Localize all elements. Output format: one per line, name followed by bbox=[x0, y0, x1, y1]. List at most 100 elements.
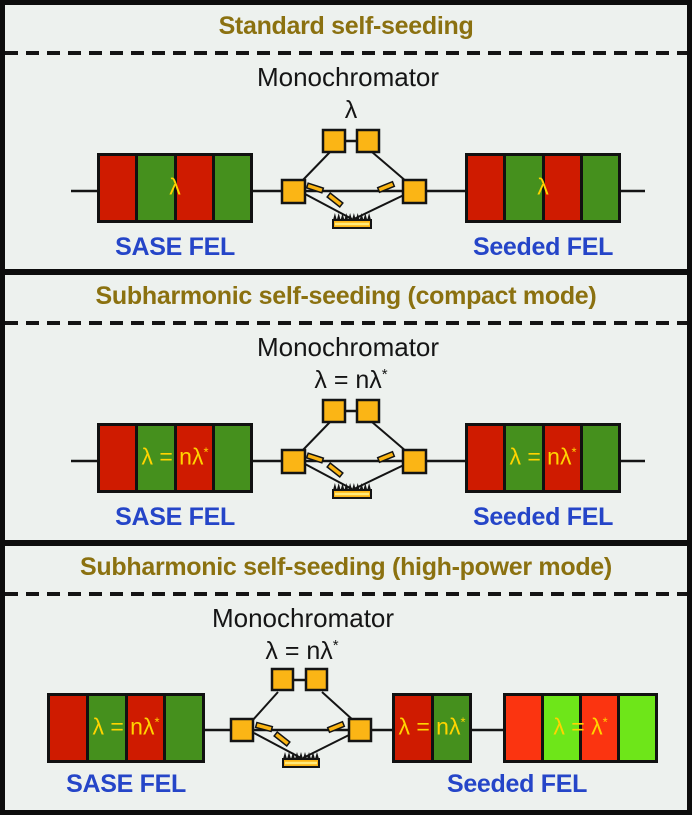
optic-square-icon bbox=[280, 178, 307, 205]
formula-superscript: * bbox=[154, 714, 160, 730]
formula-main: λ bbox=[344, 96, 358, 124]
grazing-mirror-icon bbox=[376, 451, 396, 464]
monochromator-formula: λ = nλ* bbox=[202, 637, 402, 666]
undulator-segment-red bbox=[544, 156, 580, 220]
undulator-segment-red bbox=[176, 156, 212, 220]
optic-square-icon bbox=[321, 128, 347, 154]
undulator-wavelength-label: λ = nλ* bbox=[468, 444, 618, 471]
formula-main: λ = nλ bbox=[398, 713, 461, 740]
amplifier-undulator: λ = λ* bbox=[503, 692, 658, 763]
monochromator-label: Monochromator bbox=[256, 62, 440, 92]
monochromator-schematic bbox=[71, 399, 645, 500]
sase-fel-caption: SASE FEL bbox=[115, 503, 235, 532]
beam-path bbox=[300, 421, 331, 454]
undulator-segment-green bbox=[166, 695, 202, 760]
monochromator-label: Monochromator bbox=[211, 602, 395, 633]
undulator-wavelength-label: λ bbox=[468, 173, 618, 200]
seeded-undulator: λ = nλ* bbox=[465, 423, 621, 494]
grating-teeth-icon bbox=[333, 483, 371, 491]
panel-title: Standard self-seeding bbox=[218, 12, 474, 40]
undulator-segment-red bbox=[544, 426, 580, 491]
undulator-segment-red bbox=[127, 695, 164, 760]
grazing-mirror-icon bbox=[326, 720, 346, 733]
undulator-segment-green bbox=[138, 426, 174, 491]
grazing-mirror-icon bbox=[305, 452, 325, 465]
sase-undulator: λ = nλ* bbox=[97, 423, 253, 494]
panel-subharmonic-high-power: Subharmonic self-seeding (high-power mod… bbox=[5, 545, 687, 810]
formula-main: λ = nλ bbox=[92, 713, 155, 740]
seeded-fel-caption: Seeded FEL bbox=[446, 769, 588, 798]
formula-main: λ = nλ bbox=[509, 443, 572, 470]
seeded-fel-caption: Seeded FEL bbox=[472, 503, 614, 532]
panel-subharmonic-compact: Subharmonic self-seeding (compact mode) … bbox=[5, 275, 687, 540]
beam-path bbox=[302, 731, 354, 759]
dashed-divider bbox=[5, 51, 687, 55]
undulator-segment-red bbox=[468, 156, 504, 220]
undulator-segment-green bbox=[582, 426, 618, 491]
beam-path bbox=[353, 463, 407, 491]
grazing-mirror-icon bbox=[376, 180, 396, 194]
seed-undulator: λ = nλ* bbox=[392, 692, 472, 763]
formula-superscript: * bbox=[602, 714, 608, 730]
beam-path bbox=[304, 193, 353, 220]
undulator-segment-red bbox=[50, 695, 86, 760]
undulator-wavelength-label: λ = nλ* bbox=[395, 713, 469, 740]
formula-superscript: * bbox=[332, 636, 339, 654]
optic-square-icon bbox=[229, 717, 255, 742]
optic-square-icon bbox=[401, 178, 428, 205]
formula-main: λ bbox=[537, 173, 549, 200]
monochromator-formula: λ = nλ* bbox=[251, 366, 451, 395]
undulator-segment-red bbox=[176, 426, 212, 491]
monochromator-label: Monochromator bbox=[256, 332, 440, 363]
undulator-segment-red bbox=[100, 426, 136, 491]
formula-main: λ = nλ bbox=[314, 366, 382, 395]
formula-main: λ = λ bbox=[553, 713, 603, 740]
beam-path bbox=[251, 690, 279, 722]
dashed-divider bbox=[5, 591, 687, 596]
undulator-segment-green bbox=[214, 156, 250, 220]
undulator-segment-green bbox=[582, 156, 618, 220]
optic-square-icon bbox=[321, 399, 347, 424]
undulator-wavelength-label: λ = nλ* bbox=[50, 713, 202, 740]
undulator-segment-bright-green bbox=[544, 695, 579, 760]
beam-path bbox=[304, 463, 353, 491]
dashed-divider bbox=[5, 321, 687, 326]
beam-path bbox=[353, 193, 407, 220]
beam-path bbox=[321, 690, 355, 722]
panel-standard-self-seeding: Standard self-seeding Monochromator λ λ bbox=[5, 5, 687, 270]
grazing-mirror-icon bbox=[305, 182, 325, 194]
formula-main: λ = nλ bbox=[265, 636, 333, 665]
undulator-segment-green bbox=[506, 156, 542, 220]
optic-square-icon bbox=[280, 449, 307, 475]
grating-teeth-icon bbox=[333, 213, 371, 220]
undulator-segment-green bbox=[88, 695, 125, 760]
formula-main: λ = nλ bbox=[141, 443, 204, 470]
formula-superscript: * bbox=[460, 714, 466, 730]
seeded-fel-caption: Seeded FEL bbox=[472, 233, 614, 261]
grating-teeth-icon bbox=[283, 751, 319, 759]
optic-square-icon bbox=[270, 667, 295, 691]
undulator-segment-red bbox=[100, 156, 136, 220]
undulator-segment-green bbox=[138, 156, 174, 220]
undulator-segment-bright-green bbox=[620, 695, 655, 760]
formula-main: λ bbox=[169, 173, 181, 200]
optic-square-icon bbox=[355, 128, 381, 154]
undulator-segment-bright-red bbox=[506, 695, 541, 760]
panel-title: Subharmonic self-seeding (high-power mod… bbox=[80, 552, 612, 581]
monochromator-formula: λ bbox=[251, 96, 451, 125]
monochromator-schematic bbox=[71, 128, 645, 229]
undulator-wavelength-label: λ = nλ* bbox=[100, 444, 250, 471]
grazing-mirror-icon bbox=[254, 721, 274, 733]
beam-path bbox=[371, 421, 408, 454]
formula-superscript: * bbox=[381, 366, 388, 384]
undulator-segment-green bbox=[214, 426, 250, 491]
beam-path bbox=[371, 151, 408, 183]
optic-square-icon bbox=[401, 449, 428, 475]
optic-square-icon bbox=[304, 667, 329, 691]
undulator-wavelength-label: λ = λ* bbox=[506, 713, 655, 740]
optic-square-icon bbox=[355, 399, 381, 424]
undulator-segment-red bbox=[468, 426, 504, 491]
sase-fel-caption: SASE FEL bbox=[115, 233, 235, 261]
grazing-mirror-icon bbox=[326, 462, 344, 479]
